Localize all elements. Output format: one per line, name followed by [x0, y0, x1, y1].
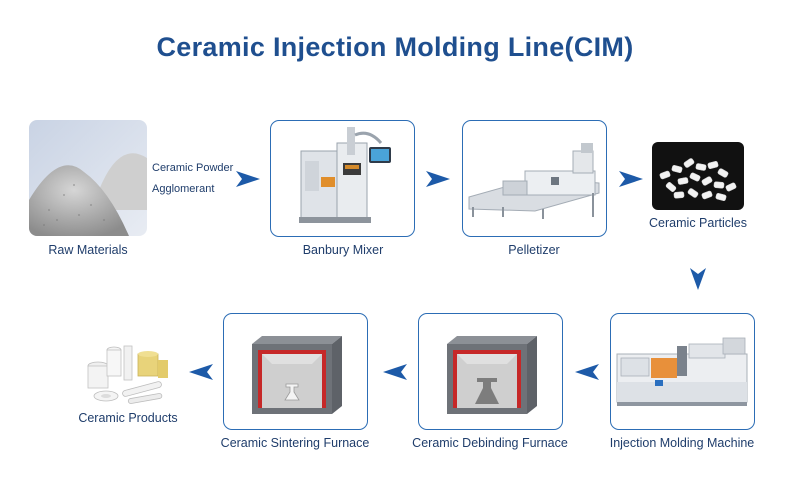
pelletizer-frame: [462, 120, 607, 237]
ceramic-products-image: [84, 336, 174, 406]
debinding-furnace-label: Ceramic Debinding Furnace: [412, 436, 568, 450]
injection-molding-image: [616, 337, 748, 406]
arrow-left-1: [575, 364, 599, 380]
pelletizer-image: [468, 143, 600, 219]
raw-materials-image: [29, 120, 147, 236]
banbury-mixer-image: [299, 127, 391, 223]
injection-molding-frame: [610, 313, 755, 430]
ceramic-particles-label: Ceramic Particles: [649, 216, 747, 230]
arrow-left-2: [383, 364, 407, 380]
sintering-furnace-image: [252, 336, 342, 414]
pelletizer-label: Pelletizer: [508, 243, 560, 257]
arrow-right-1: [236, 171, 260, 187]
raw-materials-label: Raw Materials: [48, 243, 128, 257]
sintering-furnace-label: Ceramic Sintering Furnace: [220, 436, 370, 450]
ceramic-particles-image: [652, 142, 744, 210]
input-ceramic-powder: Ceramic Powder: [152, 162, 234, 174]
debinding-furnace-image: [447, 336, 537, 414]
arrow-right-3: [619, 171, 643, 187]
arrow-right-2: [426, 171, 450, 187]
debinding-furnace-frame: [418, 313, 563, 430]
page-title: Ceramic Injection Molding Line(CIM): [156, 32, 634, 62]
arrow-down: [690, 268, 706, 290]
banbury-mixer-label: Banbury Mixer: [302, 243, 384, 257]
ceramic-products-label: Ceramic Products: [78, 411, 178, 425]
injection-molding-label: Injection Molding Machine: [609, 436, 755, 450]
input-agglomerant: Agglomerant: [152, 183, 215, 195]
sintering-furnace-frame: [223, 313, 368, 430]
banbury-mixer-frame: [270, 120, 415, 237]
arrow-left-3: [189, 364, 213, 380]
